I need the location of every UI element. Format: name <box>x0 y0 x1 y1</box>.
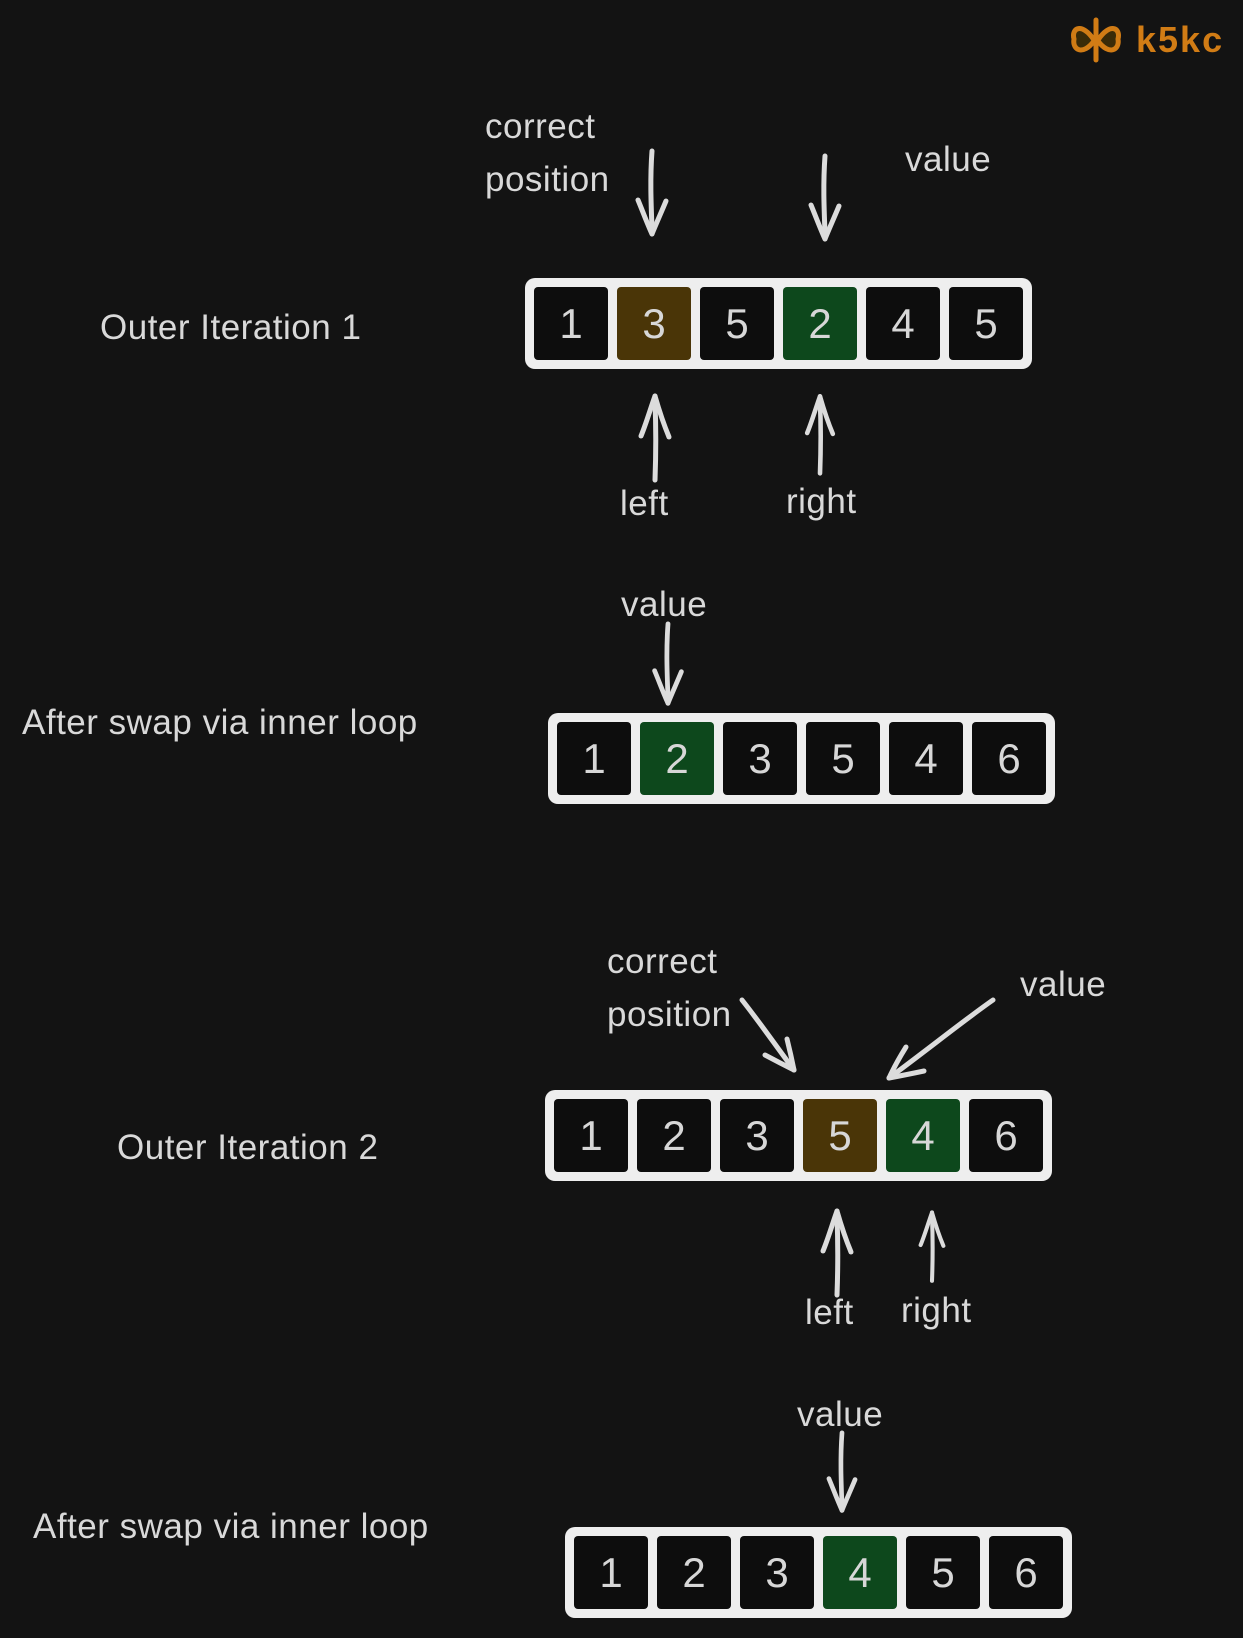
array-after-swap-2: 1 2 3 4 5 6 <box>565 1527 1072 1618</box>
annotation-correct-position-2-line1: correct <box>607 942 718 981</box>
section-title-after-swap-2: After swap via inner loop <box>33 1507 429 1546</box>
array-cell: 2 <box>657 1536 731 1609</box>
diagonal-arrow-icon-correct-position-2 <box>739 997 797 1073</box>
down-arrow-icon-value-1 <box>808 153 842 242</box>
array-cell: 2 <box>637 1099 711 1172</box>
array-cell: 6 <box>972 722 1046 795</box>
array-cell-value: 4 <box>823 1536 897 1609</box>
logo: k5kc <box>1068 16 1224 64</box>
array-cell: 1 <box>574 1536 648 1609</box>
annotation-correct-position-1-line1: correct <box>485 107 596 146</box>
down-arrow-icon-value-2 <box>652 621 684 706</box>
section-title-outer-iteration-1: Outer Iteration 1 <box>100 308 362 347</box>
diagonal-arrow-icon-value-3 <box>886 997 996 1081</box>
array-cell: 3 <box>740 1536 814 1609</box>
up-arrow-icon-right-1 <box>804 394 836 476</box>
annotation-value-3: value <box>1020 965 1107 1004</box>
array-cell: 5 <box>906 1536 980 1609</box>
down-arrow-icon-correct-position-1 <box>635 148 669 237</box>
annotation-value-1: value <box>905 140 992 179</box>
annotation-value-4: value <box>797 1395 884 1434</box>
array-cell-correct-position: 5 <box>803 1099 877 1172</box>
annotation-right-1: right <box>786 482 857 521</box>
array-cell: 3 <box>723 722 797 795</box>
array-cell-value: 4 <box>886 1099 960 1172</box>
array-cell: 6 <box>989 1536 1063 1609</box>
array-outer-iteration-2: 1 2 3 5 4 6 <box>545 1090 1052 1181</box>
annotation-correct-position-1-line2: position <box>485 160 610 199</box>
annotation-left-1: left <box>620 484 669 523</box>
up-arrow-icon-left-1 <box>638 393 672 483</box>
array-cell: 4 <box>889 722 963 795</box>
up-arrow-icon-left-2 <box>820 1208 854 1298</box>
array-cell: 5 <box>806 722 880 795</box>
up-arrow-icon-right-2 <box>918 1210 946 1283</box>
logo-text: k5kc <box>1136 19 1225 60</box>
array-cell: 5 <box>949 287 1023 360</box>
array-cell-value: 2 <box>640 722 714 795</box>
annotation-left-2: left <box>805 1293 854 1332</box>
down-arrow-icon-value-4 <box>826 1430 858 1513</box>
annotation-right-2: right <box>901 1291 972 1330</box>
array-cell: 5 <box>700 287 774 360</box>
annotation-correct-position-2: correct position <box>607 935 732 1041</box>
section-title-after-swap-1: After swap via inner loop <box>22 703 418 742</box>
array-cell-correct-position: 3 <box>617 287 691 360</box>
annotation-correct-position-2-line2: position <box>607 995 732 1034</box>
array-cell: 4 <box>866 287 940 360</box>
array-cell: 1 <box>534 287 608 360</box>
annotation-correct-position-1: correct position <box>485 100 610 206</box>
array-cell: 3 <box>720 1099 794 1172</box>
array-cell: 6 <box>969 1099 1043 1172</box>
array-outer-iteration-1: 1 3 5 2 4 5 <box>525 278 1032 369</box>
annotation-value-2: value <box>621 585 708 624</box>
butterfly-logo-icon <box>1071 17 1121 63</box>
array-cell: 1 <box>554 1099 628 1172</box>
section-title-outer-iteration-2: Outer Iteration 2 <box>117 1128 379 1167</box>
array-cell: 1 <box>557 722 631 795</box>
array-cell-value: 2 <box>783 287 857 360</box>
array-after-swap-1: 1 2 3 5 4 6 <box>548 713 1055 804</box>
